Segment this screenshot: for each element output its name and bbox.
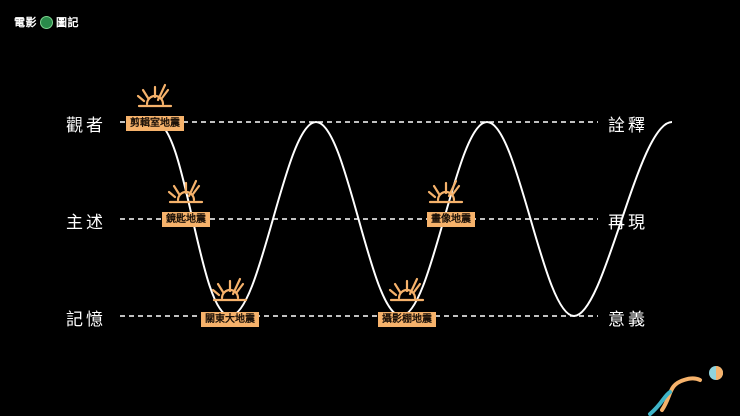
logo-text-right: 圖記 [56, 16, 79, 29]
impact-icon [211, 277, 248, 302]
level-label-middle-right: 再現 [608, 213, 648, 233]
film-reel-icon [40, 15, 53, 29]
quake-badge: 攝影棚地震 [378, 312, 436, 327]
level-label-top-right: 詮釋 [608, 116, 648, 136]
quake-badge: 關東大地震 [201, 312, 259, 327]
impact-icon [427, 179, 464, 204]
quake-badge: 畫像地震 [427, 212, 475, 227]
level-label-middle-left: 主述 [66, 213, 106, 233]
impact-icon [167, 179, 204, 204]
quake-badge: 鏡匙地震 [162, 212, 210, 227]
level-label-bottom-left: 記憶 [66, 310, 106, 330]
logo: 電影 圖記 [14, 14, 79, 30]
impact-icon [136, 83, 173, 108]
logo-text-left: 電影 [14, 16, 37, 29]
quake-badge: 剪輯室地震 [126, 116, 184, 131]
level-label-top-left: 觀者 [66, 116, 106, 136]
level-label-bottom-right: 意義 [608, 310, 648, 330]
swoosh-icon [648, 366, 723, 416]
impact-icon [388, 277, 425, 302]
